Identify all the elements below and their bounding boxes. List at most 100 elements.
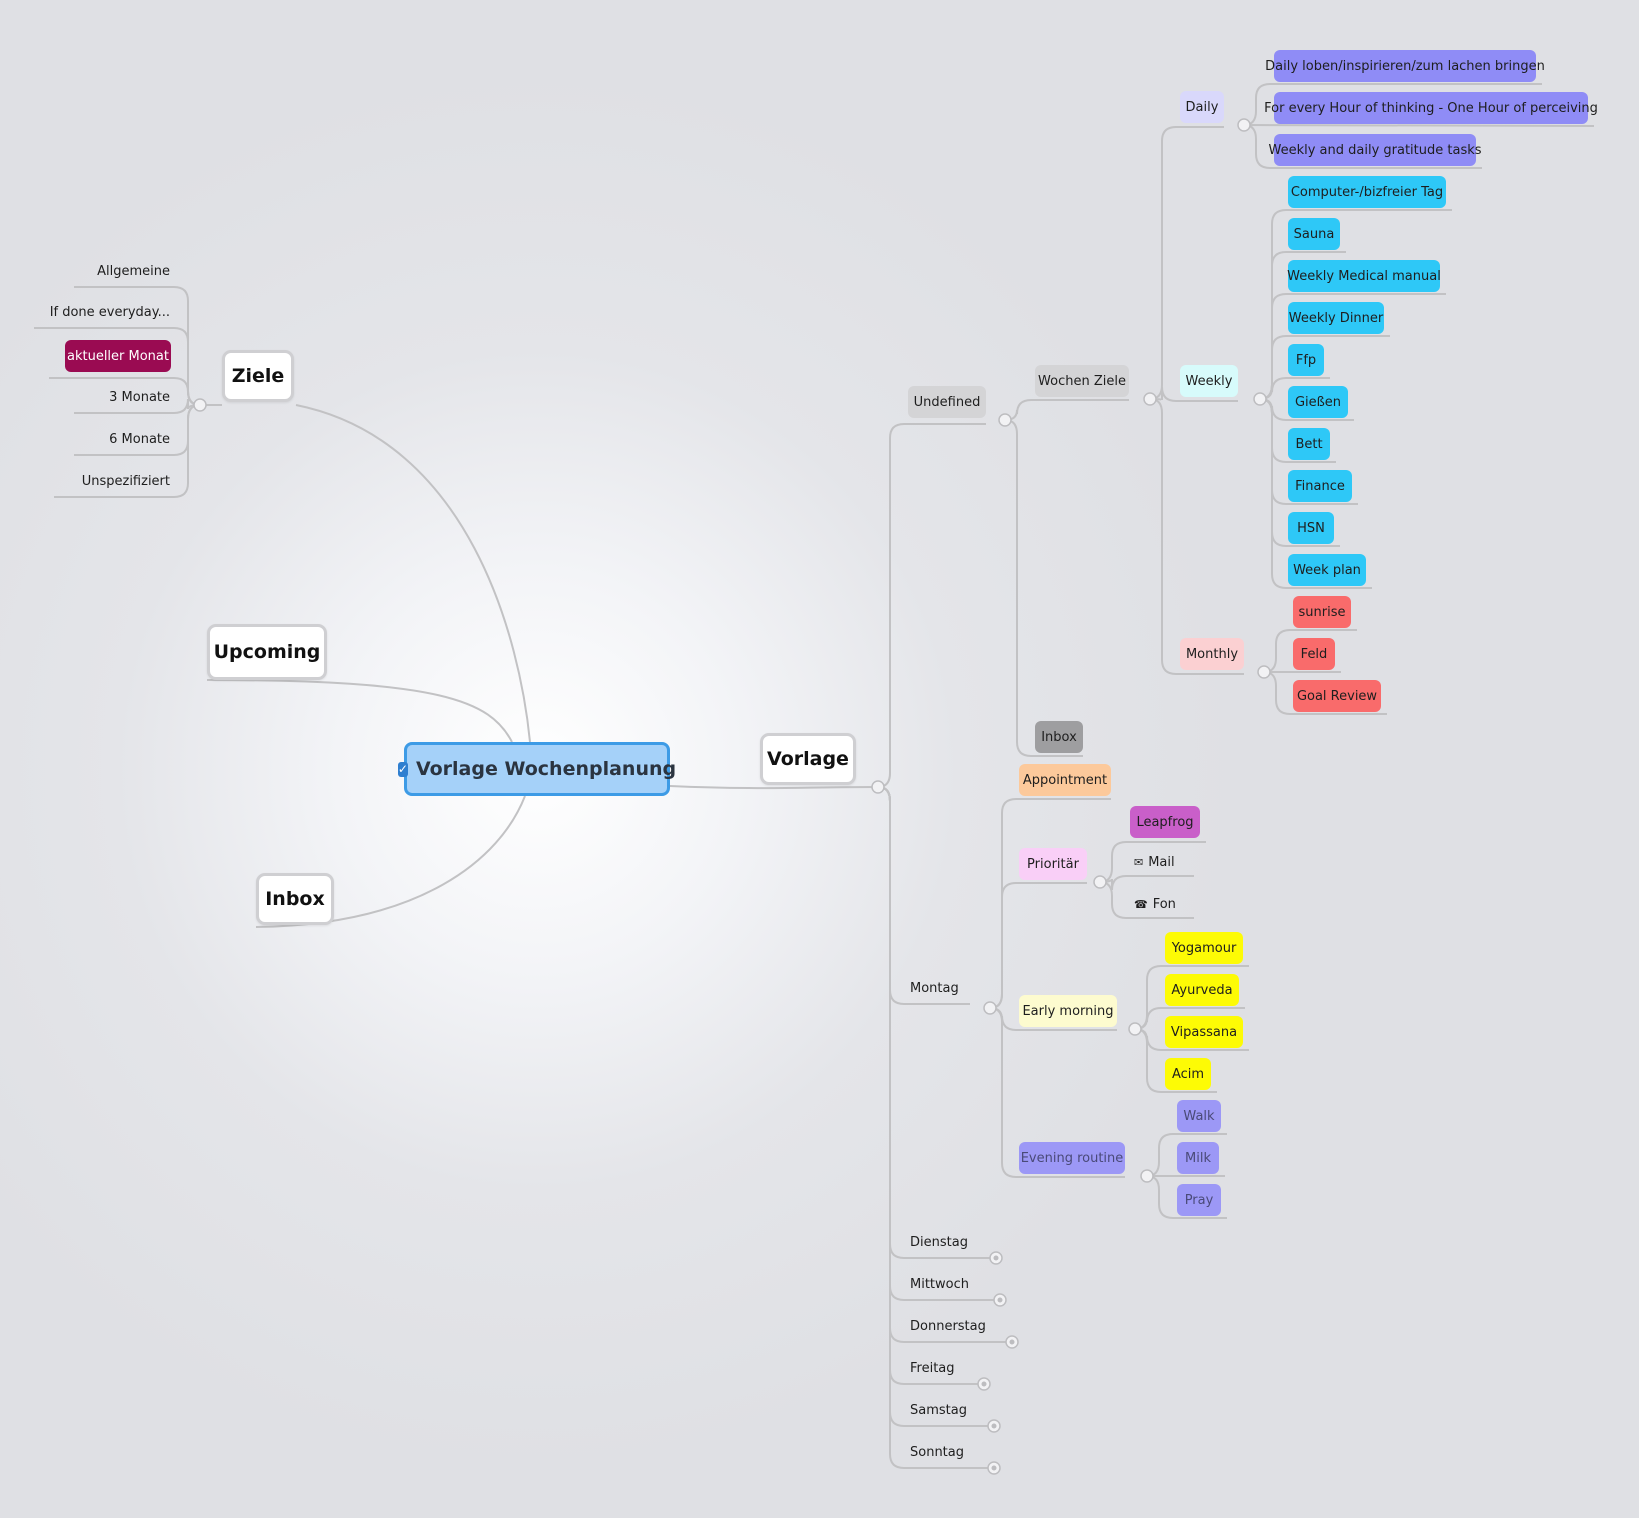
connector	[877, 786, 984, 1385]
evening-item[interactable]: Walk	[1177, 1100, 1221, 1132]
early-morning-item[interactable]: Yogamour	[1165, 932, 1243, 964]
connector	[1243, 83, 1542, 126]
expand-dot	[997, 1297, 1003, 1303]
collapse-handle[interactable]	[1128, 1022, 1142, 1036]
appointment-node[interactable]: Appointment	[1019, 764, 1111, 796]
ziele-item[interactable]: Unspezifiziert	[70, 471, 170, 491]
checkbox-icon[interactable]: ✓	[397, 761, 408, 777]
day-node[interactable]: Mittwoch	[910, 1274, 1000, 1294]
connector	[877, 786, 994, 1469]
evening-item[interactable]: Pray	[1177, 1184, 1221, 1216]
ziele-item-current[interactable]: aktueller Monat	[65, 340, 171, 372]
weekly-item[interactable]: Gießen	[1288, 386, 1348, 418]
weekly-item-label: Weekly Medical manual	[1287, 268, 1441, 284]
branch-upcoming-label: Upcoming	[213, 640, 321, 663]
collapse-handle[interactable]	[871, 780, 885, 794]
collapse-handle[interactable]	[1140, 1169, 1154, 1183]
daily-item[interactable]: For every Hour of thinking - One Hour of…	[1264, 92, 1598, 124]
collapse-handle[interactable]	[983, 1001, 997, 1015]
weekly-item-label: Computer-/bizfreier Tag	[1290, 184, 1444, 200]
collapse-handle[interactable]	[1237, 118, 1251, 132]
weekly-item[interactable]: Weekly Dinner	[1288, 302, 1384, 334]
weekly-item[interactable]: Bett	[1288, 428, 1330, 460]
collapse-handle[interactable]	[998, 413, 1012, 427]
monthly-item[interactable]: sunrise	[1293, 596, 1351, 628]
mail-node[interactable]: ✉Mail	[1134, 852, 1188, 872]
branch-inbox[interactable]: Inbox	[256, 873, 334, 925]
connector	[1099, 881, 1194, 919]
evening-item[interactable]: Milk	[1177, 1142, 1219, 1174]
connector	[989, 882, 1087, 1009]
early-morning-item[interactable]: Acim	[1165, 1058, 1211, 1090]
weekly-item[interactable]: Computer-/bizfreier Tag	[1288, 176, 1446, 208]
early-morning-item[interactable]: Vipassana	[1165, 1016, 1243, 1048]
fon-node[interactable]: ☎Fon	[1134, 894, 1188, 914]
connector	[1259, 398, 1372, 589]
connector	[1004, 419, 1083, 757]
day-node[interactable]: Dienstag	[910, 1232, 1000, 1252]
weekly-item[interactable]: Ffp	[1288, 344, 1324, 376]
branch-ziele[interactable]: Ziele	[222, 350, 294, 402]
ziele-item[interactable]: Allgemeine	[90, 261, 170, 281]
monthly-node[interactable]: Monthly	[1180, 638, 1244, 670]
evening-routine-node[interactable]: Evening routine	[1019, 1142, 1125, 1174]
connector	[669, 785, 879, 790]
montag-node[interactable]: Montag	[910, 978, 970, 998]
weekly-node[interactable]: Weekly	[1180, 365, 1238, 397]
day-node-label: Mittwoch	[910, 1276, 969, 1292]
leapfrog-node[interactable]: Leapfrog	[1130, 806, 1200, 838]
early-morning-node-label: Early morning	[1022, 1003, 1114, 1019]
daily-node[interactable]: Daily	[1180, 91, 1224, 123]
day-node-label: Freitag	[910, 1360, 955, 1376]
daily-item[interactable]: Weekly and daily gratitude tasks	[1268, 134, 1482, 166]
branch-vorlage-label: Vorlage	[767, 747, 849, 770]
collapse-handle[interactable]	[1143, 392, 1157, 406]
day-node[interactable]: Freitag	[910, 1358, 1000, 1378]
early-morning-item-label: Acim	[1171, 1066, 1205, 1082]
ziele-item[interactable]: 6 Monate	[90, 429, 170, 449]
weekly-item[interactable]: Week plan	[1288, 554, 1366, 586]
early-morning-item-label: Ayurveda	[1171, 982, 1233, 998]
branch-inbox-label: Inbox	[265, 887, 325, 910]
branch-vorlage[interactable]: Vorlage	[760, 733, 856, 785]
expand-dot	[993, 1255, 999, 1261]
undefined-inbox-node[interactable]: Inbox	[1035, 721, 1083, 753]
day-node-label: Donnerstag	[910, 1318, 986, 1334]
collapse-handle[interactable]	[1093, 875, 1107, 889]
connector	[1099, 841, 1206, 883]
evening-item-label: Milk	[1185, 1150, 1211, 1166]
day-node[interactable]: Samstag	[910, 1400, 1000, 1420]
collapse-handle[interactable]	[1253, 392, 1267, 406]
monthly-item[interactable]: Goal Review	[1293, 680, 1381, 712]
monthly-item-label: Feld	[1300, 646, 1328, 662]
ziele-item-current-label: aktueller Monat	[66, 348, 169, 364]
root-node-label: Vorlage Wochenplanung	[415, 757, 677, 780]
undefined-node[interactable]: Undefined	[908, 386, 986, 418]
daily-item[interactable]: Daily loben/inspirieren/zum lachen bring…	[1265, 50, 1545, 82]
connector	[1146, 1175, 1227, 1219]
weekly-item[interactable]: Weekly Medical manual	[1287, 260, 1441, 292]
weekly-item[interactable]: Sauna	[1288, 218, 1340, 250]
collapse-handle[interactable]	[1257, 665, 1271, 679]
weekly-item[interactable]: Finance	[1288, 470, 1352, 502]
weekly-item[interactable]: HSN	[1288, 512, 1334, 544]
early-morning-item[interactable]: Ayurveda	[1165, 974, 1239, 1006]
prioritaer-node[interactable]: Prioritär	[1019, 848, 1087, 880]
ziele-item[interactable]: 3 Monate	[90, 387, 170, 407]
branch-upcoming[interactable]: Upcoming	[207, 624, 327, 680]
wochen-ziele-node[interactable]: Wochen Ziele	[1035, 365, 1129, 397]
weekly-item-label: Gießen	[1294, 394, 1342, 410]
day-node[interactable]: Sonntag	[910, 1442, 1000, 1462]
monthly-item[interactable]: Feld	[1293, 638, 1335, 670]
root-node[interactable]: ✓ Vorlage Wochenplanung	[397, 742, 676, 796]
ziele-item-label: If done everyday...	[49, 304, 170, 320]
evening-routine-node-label: Evening routine	[1020, 1150, 1124, 1166]
connector	[49, 377, 201, 406]
collapse-handle[interactable]	[193, 398, 207, 412]
expand-dot	[991, 1465, 997, 1471]
monthly-item-label: sunrise	[1298, 604, 1346, 620]
ziele-item[interactable]: If done everyday...	[50, 302, 170, 322]
early-morning-node[interactable]: Early morning	[1019, 995, 1117, 1027]
day-node[interactable]: Donnerstag	[910, 1316, 1000, 1336]
